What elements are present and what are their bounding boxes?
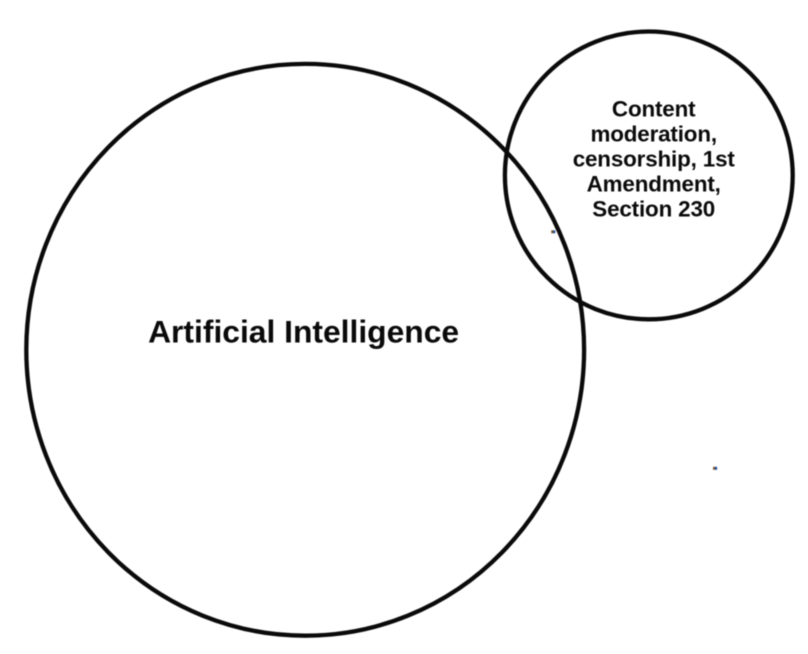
svg-text:Content: Content <box>612 97 696 122</box>
svg-text:Amendment,: Amendment, <box>587 172 721 197</box>
svg-text:moderation,: moderation, <box>590 122 716 147</box>
svg-text:Section 230: Section 230 <box>592 197 715 222</box>
svg-text:Artificial Intelligence: Artificial Intelligence <box>148 313 459 349</box>
svg-text:censorship, 1st: censorship, 1st <box>573 147 736 172</box>
